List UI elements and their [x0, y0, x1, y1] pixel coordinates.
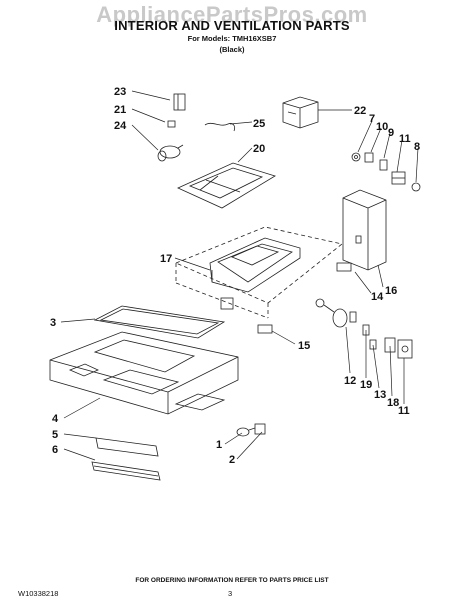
switch-7	[351, 152, 361, 162]
callout-6: 6	[52, 444, 58, 456]
callout-21: 21	[114, 104, 126, 116]
block-14	[336, 262, 352, 272]
switch-9	[379, 159, 388, 171]
model-line: For Models: TMH16XSB7	[187, 34, 277, 43]
callout-5: 5	[52, 429, 58, 441]
callout-18: 18	[387, 397, 399, 409]
callout-13: 13	[374, 389, 386, 401]
watermark: AppliancePartsPros.com	[96, 2, 368, 27]
callout-12: 12	[344, 375, 356, 387]
callout-19: 19	[360, 379, 372, 391]
switch-11-top	[391, 171, 406, 185]
leader-lines	[60, 90, 419, 461]
duct-16	[342, 189, 387, 271]
lamp-socket	[236, 423, 266, 437]
switch-10	[364, 152, 374, 163]
part-6	[91, 461, 161, 481]
callout-3: 3	[50, 317, 56, 329]
callout-20: 20	[253, 143, 265, 155]
blower-assembly-outline	[174, 226, 343, 304]
color-line: (Black)	[219, 45, 245, 54]
switch-8	[411, 182, 421, 192]
callout-14: 14	[371, 291, 384, 303]
callout-4: 4	[52, 413, 59, 425]
callout-10: 10	[376, 121, 388, 133]
cavity-panel	[49, 331, 239, 415]
callout-7: 7	[369, 113, 375, 125]
callout-2: 2	[229, 454, 235, 466]
callout-23: 23	[114, 86, 126, 98]
ordering-note: FOR ORDERING INFORMATION REFER TO PARTS …	[135, 577, 329, 584]
callout-16: 16	[385, 285, 397, 297]
callout-1: 1	[216, 439, 222, 451]
document-number: W10338218	[18, 589, 59, 598]
motor-12	[315, 298, 357, 328]
part-15	[257, 324, 273, 334]
wire-harness	[204, 122, 236, 132]
bracket-23	[173, 93, 186, 111]
transformer	[282, 96, 319, 129]
callout-15: 15	[298, 340, 310, 352]
callout-11-bottom: 11	[398, 405, 410, 417]
switch-18	[384, 337, 396, 353]
callout-25: 25	[253, 118, 265, 130]
blower-housing	[209, 237, 301, 293]
filter-3	[93, 305, 226, 339]
callout-17: 17	[160, 253, 172, 265]
part-19	[362, 324, 370, 336]
switch-11-bottom	[397, 339, 413, 359]
callout-11-top: 11	[399, 133, 411, 145]
part-13	[369, 339, 377, 350]
callout-labels: 23 21 24 25 20 22 7 10 9 11 8 17 14 16 3…	[50, 86, 420, 466]
page-number: 3	[228, 589, 233, 598]
callout-22: 22	[354, 105, 366, 117]
screw-21	[167, 120, 176, 128]
callout-24: 24	[114, 120, 127, 132]
blower-bracket	[220, 297, 234, 310]
callout-8: 8	[414, 141, 420, 153]
capacitor	[157, 144, 184, 162]
callout-9: 9	[388, 127, 394, 139]
control-board	[177, 162, 276, 209]
page-title: INTERIOR AND VENTILATION PARTS	[114, 18, 350, 33]
part-5	[95, 437, 159, 457]
